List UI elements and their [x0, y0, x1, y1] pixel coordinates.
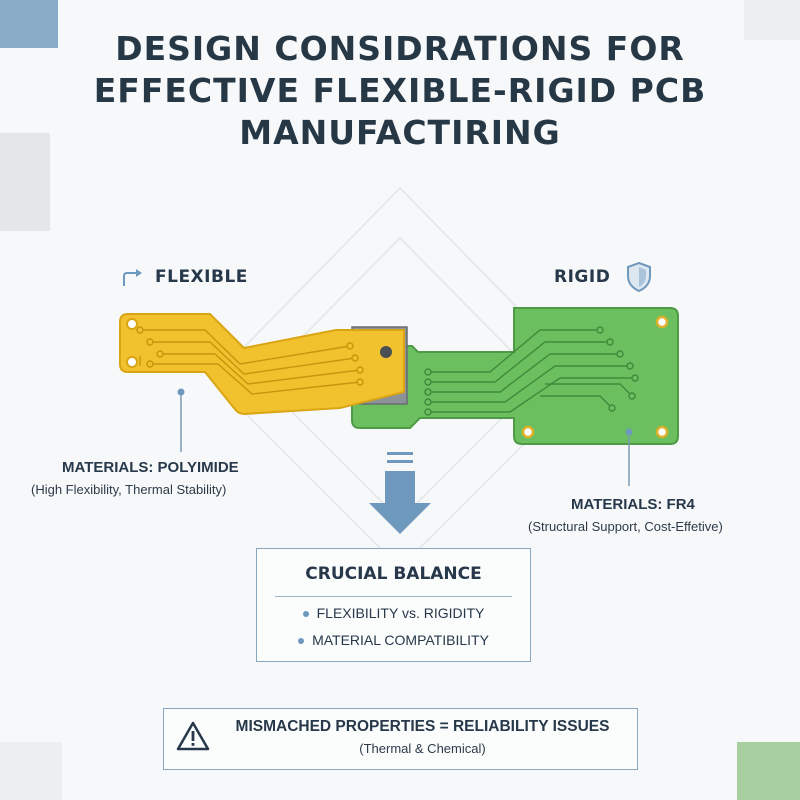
warning-triangle-icon — [176, 721, 210, 751]
balance-item: MATERIAL COMPATIBILITY — [257, 632, 530, 648]
divider — [275, 596, 512, 597]
connector-screw — [380, 346, 392, 358]
bullet-icon — [302, 611, 309, 618]
flexible-description: (High Flexibility, Thermal Stability) — [31, 482, 227, 497]
bend-arrow-icon — [123, 269, 142, 286]
flexible-mounting-holes — [126, 318, 138, 368]
warning-subtext: (Thermal & Chemical) — [359, 741, 486, 756]
flexible-material: MATERIALS: POLYIMIDE — [62, 459, 239, 476]
corner-decoration-top-left — [0, 0, 58, 48]
corner-decoration-bottom-left — [0, 742, 62, 800]
rigid-callout-line — [625, 428, 633, 486]
rigid-mounting-holes — [521, 315, 669, 439]
flexible-board — [119, 313, 405, 416]
rigid-traces — [428, 329, 635, 413]
crucial-balance-title: CRUCIAL BALANCE — [305, 564, 482, 584]
shield-icon — [627, 261, 651, 293]
page-title: DESIGN CONSIDRATIONS FOR EFFECTIVE FLEXI… — [93, 29, 707, 152]
flexible-pads — [136, 326, 364, 386]
down-arrow-icon — [369, 452, 431, 534]
flexible-label: FLEXIBLE — [155, 267, 248, 287]
balance-item: FLEXIBILITY vs. RIGIDITY — [257, 605, 530, 621]
corner-decoration-top-right — [744, 0, 800, 40]
bullet-icon — [298, 638, 305, 645]
rigid-description: (Structural Support, Cost-Effetive) — [528, 519, 723, 534]
rigid-pads — [424, 326, 639, 416]
corner-decoration-bottom-right — [737, 742, 800, 800]
crucial-balance-box: CRUCIAL BALANCE FLEXIBILITY vs. RIGIDITY… — [256, 548, 531, 662]
warning-box: MISMACHED PROPERTIES = RELIABILITY ISSUE… — [163, 708, 638, 770]
flexible-callout-line — [177, 388, 185, 452]
rigid-label: RIGID — [554, 267, 611, 287]
rigid-material: MATERIALS: FR4 — [571, 496, 695, 513]
flexible-traces — [139, 329, 361, 395]
warning-text: MISMACHED PROPERTIES = RELIABILITY ISSUE… — [235, 718, 610, 735]
side-decoration-left — [0, 133, 50, 231]
